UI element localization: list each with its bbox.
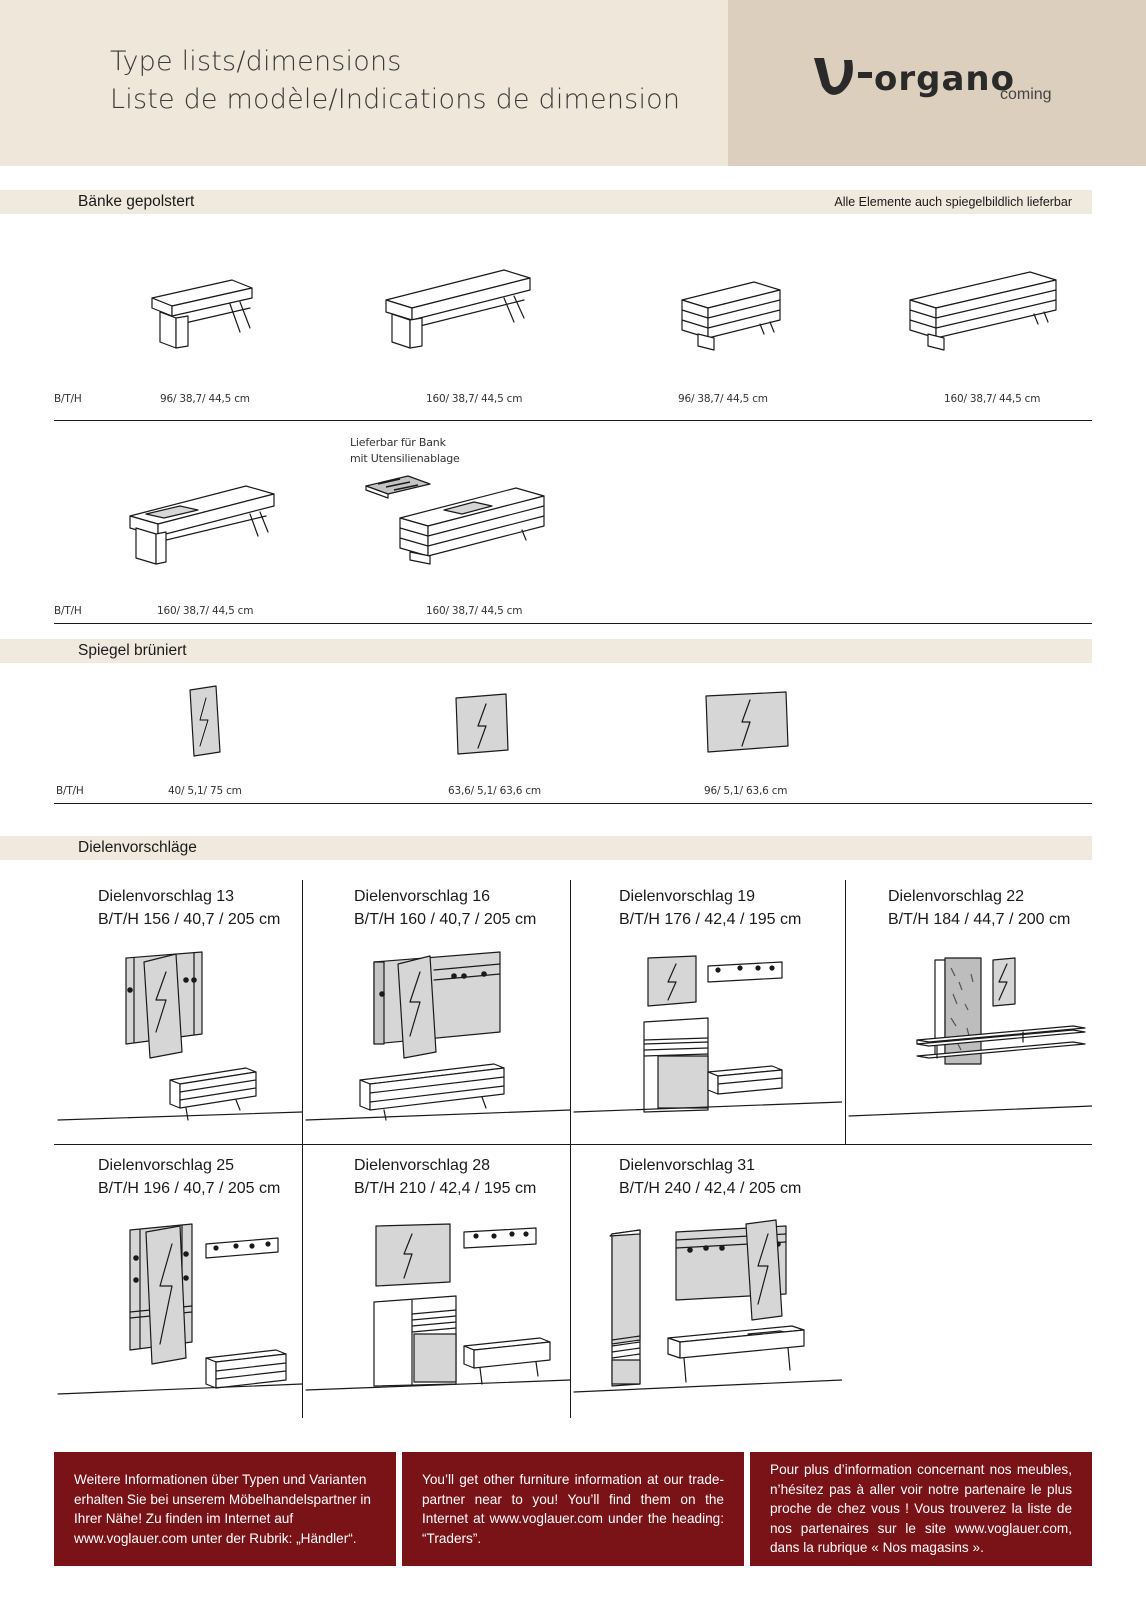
section-title-benches: Bänke gepolstert — [78, 193, 195, 210]
bench-dim-3: 96/ 38,7/ 44,5 cm — [678, 393, 768, 405]
mirror-dim-2: 63,6/ 5,1/ 63,6 cm — [448, 785, 541, 797]
utensil-tray-drawing — [365, 475, 431, 499]
bench-dim-6: 160/ 38,7/ 44,5 cm — [426, 605, 523, 617]
logo-panel — [728, 0, 1146, 166]
info-box-fr: Pour plus d’information concernant nos m… — [750, 1452, 1092, 1566]
mirror-note: Alle Elemente auch spiegelbildlich liefe… — [834, 195, 1072, 209]
storage-caption-line1: Lieferbar für Bank — [350, 436, 446, 449]
bench-row2-dim-label: B/T/H — [54, 605, 82, 617]
suggestion-19-drawing — [573, 955, 842, 1113]
mirror-dim-1: 40/ 5,1/ 75 cm — [168, 785, 242, 797]
suggestion-31-drawing — [573, 1219, 842, 1393]
grid-line — [570, 880, 571, 1418]
bench-dim-1: 96/ 38,7/ 44,5 cm — [160, 393, 250, 405]
mirror-small-drawing — [189, 685, 221, 757]
info-box-de: Weitere Informationen über Typen und Var… — [54, 1452, 396, 1566]
divider — [54, 1144, 1092, 1145]
mirror-square-drawing — [455, 693, 509, 755]
bench-storage-layered-drawing — [399, 487, 545, 565]
mirror-dim-label: B/T/H — [56, 785, 84, 797]
page-title-en: Type lists/dimensions — [110, 46, 402, 77]
bench-160-drawing — [385, 269, 531, 349]
mirror-dim-3: 96/ 5,1/ 63,6 cm — [704, 785, 788, 797]
grid-line — [845, 880, 846, 1144]
section-band-suggestions — [0, 836, 1092, 860]
bench-96-drawing — [151, 279, 253, 349]
brand-logo: organo — [812, 54, 1062, 105]
section-band-benches — [0, 190, 1092, 214]
bench-dim-2: 160/ 38,7/ 44,5 cm — [426, 393, 523, 405]
divider — [54, 803, 1092, 804]
v-organo-logo: organo — [814, 58, 1015, 99]
suggestion-25-drawing — [57, 1223, 302, 1395]
brand-logo-sub: coming — [1000, 86, 1052, 103]
page-title-fr: Liste de modèle/Indications de dimension — [110, 84, 681, 115]
section-title-mirrors: Spiegel brüniert — [78, 642, 187, 659]
bench-storage-drawing — [129, 485, 275, 565]
svg-text:organo: organo — [874, 59, 1015, 98]
suggestion-13-drawing — [57, 951, 302, 1121]
bench-dim-5: 160/ 38,7/ 44,5 cm — [157, 605, 254, 617]
section-band-mirrors — [0, 639, 1092, 663]
grid-line — [302, 880, 303, 1418]
suggestion-28-drawing — [305, 1223, 570, 1391]
bench-row1-dim-label: B/T/H — [54, 393, 82, 405]
divider — [54, 420, 1092, 421]
suggestion-16-drawing — [305, 951, 570, 1121]
bench-96-layered-drawing — [681, 281, 781, 351]
storage-caption-line2: mit Utensilienablage — [350, 452, 460, 465]
info-box-en: You’ll get other furniture information a… — [402, 1452, 744, 1566]
header-background — [0, 0, 728, 166]
bench-160-layered-drawing — [909, 271, 1057, 351]
bench-dim-4: 160/ 38,7/ 44,5 cm — [944, 393, 1041, 405]
divider — [54, 623, 1092, 624]
mirror-wide-drawing — [705, 691, 789, 753]
suggestion-22-drawing — [848, 957, 1092, 1117]
section-title-suggestions: Dielenvorschläge — [78, 839, 197, 856]
